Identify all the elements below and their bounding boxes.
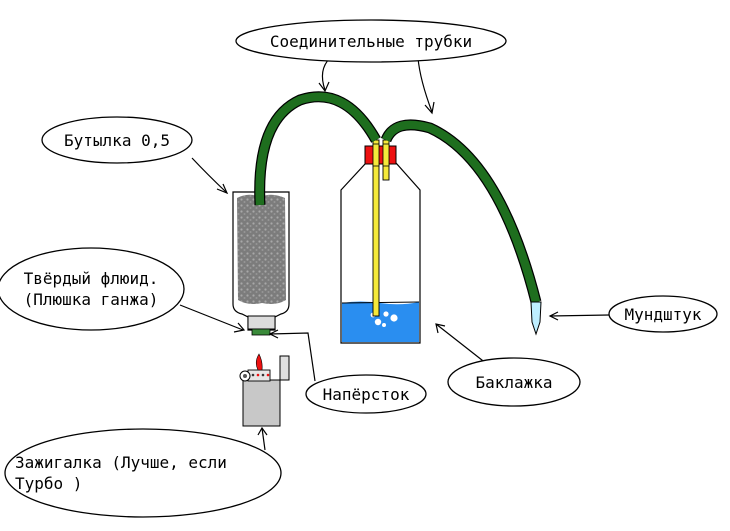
label-lighter: Зажигалка (Лучше, если Турбо ) (4, 428, 282, 518)
lighter (239, 353, 290, 427)
label-fluid-line1: Твёрдый флюид. (24, 269, 159, 288)
label-canister: Баклажка (447, 357, 581, 407)
label-bottle: Бутылка 0,5 (41, 116, 193, 164)
canister (340, 139, 421, 344)
label-tubes-text: Соединительные трубки (270, 32, 472, 51)
label-canister-text: Баклажка (475, 373, 552, 392)
solid-fluid (237, 194, 286, 304)
label-mouthpiece-text: Мундштук (624, 305, 701, 324)
label-bottle-text: Бутылка 0,5 (64, 131, 170, 150)
canister-cap (364, 145, 397, 165)
mouthpiece (530, 301, 542, 336)
label-fluid: Твёрдый флюид. (Плюшка ганжа) (0, 247, 185, 331)
small-bottle (232, 191, 290, 336)
connecting-tubes (254, 91, 542, 336)
label-mouthpiece: Мундштук (608, 295, 718, 333)
thimble (247, 315, 276, 330)
arrows (179, 57, 610, 451)
label-thimble-text: Напёрсток (323, 385, 410, 404)
label-thimble: Напёрсток (305, 374, 427, 414)
label-tubes: Соединительные трубки (235, 19, 507, 63)
lighter-flame (255, 353, 263, 371)
label-lighter-line2: Турбо ) (15, 474, 82, 493)
label-fluid-line2: (Плюшка ганжа) (24, 290, 159, 309)
label-lighter-line1: Зажигалка (Лучше, если (15, 453, 227, 472)
